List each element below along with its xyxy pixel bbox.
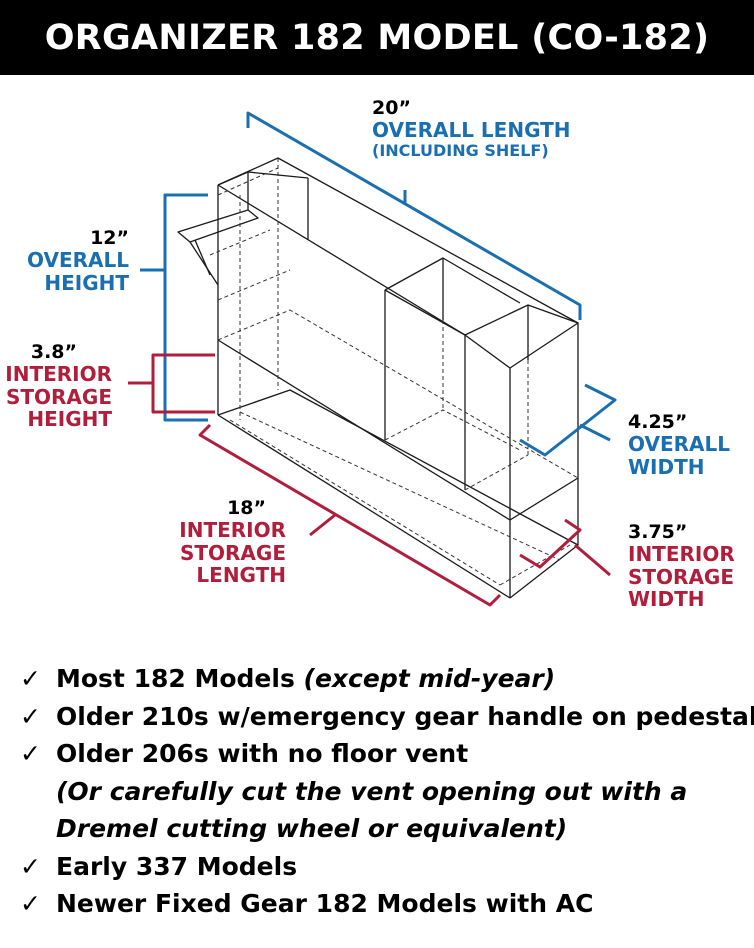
check-icon: ✓ [20,664,41,693]
interior-width-label: 3.75” INTERIOR STORAGE WIDTH [628,521,735,612]
item-text: Older 206s with no floor vent [56,739,469,768]
overall-width-text-1: OVERALL [628,432,730,457]
page-title: ORGANIZER 182 MODEL (CO-182) [0,0,754,75]
interior-height-text-2: STORAGE [5,384,112,409]
list-item: ✓ Older 210s w/emergency gear handle on p… [20,698,754,736]
organizer-diagram [128,111,617,607]
overall-length-note: (INCLUDING SHELF) [372,140,549,160]
overall-height-text-2: HEIGHT [44,270,129,295]
item-note: (except mid-year) [303,664,556,693]
item-text: Early 337 Models [56,851,298,881]
list-item: ✓ Early 337 Models [20,848,754,886]
list-item: ✓ Most 182 Models (except mid-year) [20,660,754,698]
check-icon: ✓ [20,889,41,918]
item-text: Newer Fixed Gear 182 Models with AC [56,889,594,918]
list-item: ✓ Newer Fixed Gear 182 Models with AC [20,885,754,923]
hidden-lines [209,158,579,586]
overall-height-text-1: OVERALL [27,248,129,273]
compatibility-list: ✓ Most 182 Models (except mid-year) ✓ Olde… [20,660,754,923]
list-item-note: (Or carefully cut the vent opening out w… [56,776,688,806]
list-item-note: Dremel cutting wheel or equivalent) [56,814,568,843]
list-item: ✓ Older 206s with no floor vent [20,735,754,773]
overall-width-label: 4.25” OVERALL WIDTH [628,411,730,479]
interior-height-text-3: HEIGHT [27,407,112,432]
interior-width-text-2: STORAGE [628,564,735,589]
item-text: Most 182 Models [56,664,304,693]
interior-length-text-3: LENGTH [196,563,286,588]
overall-height-value: 12” [90,227,129,249]
overall-height-label: 12” OVERALL HEIGHT [27,227,129,295]
interior-length-label: 18” INTERIOR STORAGE LENGTH [179,497,286,588]
interior-dimension-lines [128,353,611,607]
overall-width-value: 4.25” [628,411,688,433]
interior-length-text-2: STORAGE [179,540,286,565]
check-icon: ✓ [20,739,41,768]
interior-width-value: 3.75” [628,521,688,543]
interior-length-value: 18” [227,497,266,519]
overall-width-text-2: WIDTH [628,454,705,479]
overall-length-label: 20” OVERALL LENGTH (INCLUDING SHELF) [372,97,571,160]
interior-height-value: 3.8” [30,341,77,363]
check-icon: ✓ [20,851,41,881]
item-text: Older 210s w/emergency gear handle on pe… [56,701,754,731]
organizer-drawing [177,157,579,599]
check-icon: ✓ [20,701,41,731]
interior-height-label: 3.8” INTERIOR STORAGE HEIGHT [5,341,112,432]
interior-width-text-3: WIDTH [628,587,705,612]
overall-length-text: OVERALL LENGTH [372,118,571,143]
overall-dimension-lines [140,111,617,457]
interior-width-text-1: INTERIOR [628,542,735,567]
overall-length-value: 20” [372,97,411,119]
interior-length-text-1: INTERIOR [179,518,286,543]
interior-height-text-1: INTERIOR [5,362,112,387]
